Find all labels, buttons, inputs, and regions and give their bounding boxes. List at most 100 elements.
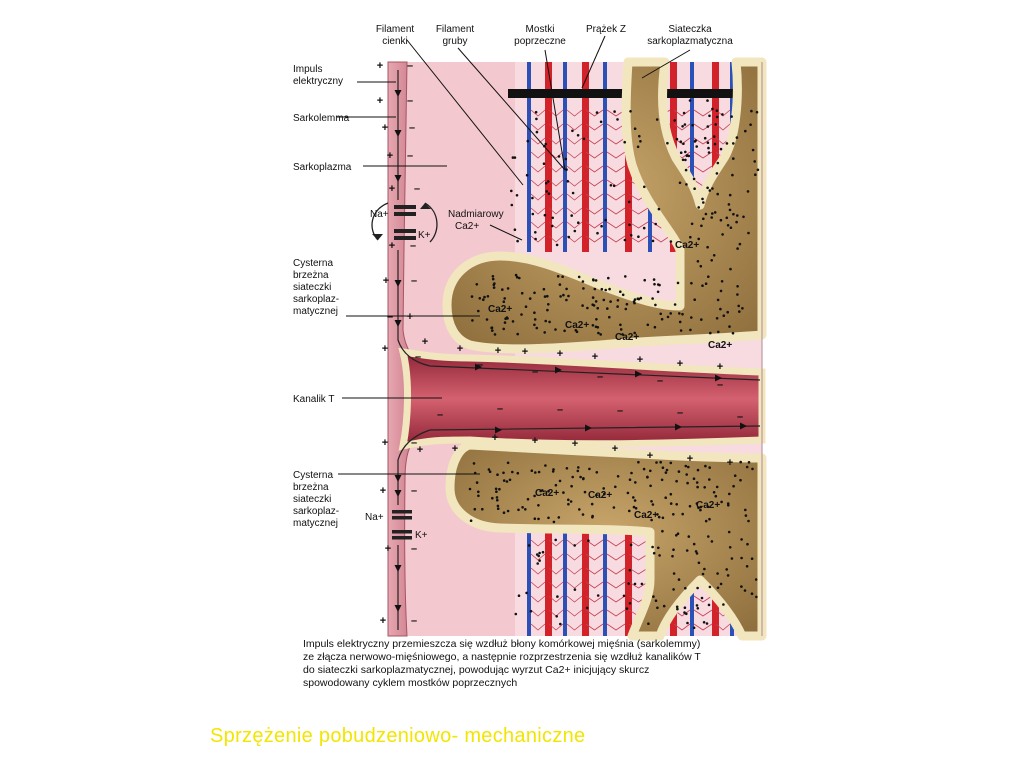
calcium-dot: [567, 498, 570, 502]
figure-caption: Impuls elektryczny przemieszcza się wzdł…: [303, 638, 763, 690]
calcium-dot: [677, 470, 681, 473]
calcium-dot: [518, 276, 521, 280]
calcium-dot: [621, 333, 624, 336]
impulse-arrow: [394, 605, 402, 612]
free-calcium-dot: [756, 168, 760, 172]
calcium-dot: [470, 295, 474, 298]
calcium-dot: [594, 325, 598, 329]
impulse-arrow: [394, 175, 402, 182]
calcium-dot: [706, 99, 709, 102]
calcium-dot: [552, 468, 555, 471]
cross-bridge: [606, 609, 626, 617]
calcium-dot: [562, 491, 565, 494]
free-calcium-dot: [740, 585, 743, 588]
cross-bridge: [566, 165, 583, 173]
calcium-dot: [515, 275, 519, 279]
calcium-dot: [524, 305, 528, 309]
calcium-dot: [577, 466, 580, 469]
free-calcium-dot: [746, 190, 750, 193]
cross-bridge: [530, 137, 546, 145]
cross-bridge: [530, 539, 546, 547]
free-calcium-dot: [686, 621, 689, 625]
calcium-dot: [679, 151, 683, 154]
calcium-dot: [607, 276, 610, 280]
label-text: matycznej: [293, 518, 338, 529]
free-calcium-dot: [513, 228, 517, 231]
calcium-dot: [710, 259, 713, 262]
calcium-dot: [483, 295, 486, 299]
minus-sign: –: [617, 405, 623, 417]
calcium-dot: [736, 293, 739, 296]
label-text: siateczki: [293, 494, 331, 505]
calcium-dot: [473, 507, 477, 511]
free-calcium-dot: [721, 233, 724, 236]
free-calcium-dot: [702, 621, 706, 624]
label-text: Ca2+: [455, 221, 479, 232]
free-calcium-dot: [692, 177, 696, 181]
thick-filament: [563, 62, 567, 252]
free-calcium-dot: [687, 535, 691, 538]
free-calcium-dot: [742, 215, 745, 219]
calcium-dot: [695, 604, 699, 607]
calcium-dot: [727, 203, 731, 206]
ca-label: Ca2+: [565, 320, 589, 331]
calcium-dot: [559, 295, 562, 298]
free-calcium-dot: [534, 231, 537, 234]
calcium-dot: [744, 508, 747, 512]
calcium-dot: [637, 460, 640, 464]
minus-sign: –: [411, 437, 417, 449]
cross-bridge: [585, 137, 604, 145]
free-calcium-dot: [515, 194, 519, 197]
minus-sign: –: [409, 122, 415, 134]
calcium-dot: [502, 327, 506, 331]
calcium-dot: [704, 519, 708, 523]
cross-bridge: [530, 207, 546, 215]
plus-sign: +: [492, 432, 498, 444]
calcium-dot: [706, 186, 709, 190]
calcium-dot: [693, 298, 696, 302]
calcium-dot: [547, 490, 550, 493]
plus-sign: +: [557, 348, 563, 360]
plus-sign: +: [522, 346, 528, 358]
calcium-dot: [714, 494, 718, 498]
free-calcium-dot: [707, 535, 710, 538]
label-thin-filament: Filament cienki: [376, 24, 415, 47]
free-calcium-dot: [691, 123, 694, 127]
cross-bridge: [566, 609, 583, 617]
free-calcium-dot: [656, 606, 659, 610]
calcium-dot: [579, 475, 582, 479]
calcium-dot: [659, 460, 662, 464]
calcium-dot: [646, 476, 649, 479]
cross-bridge: [548, 567, 564, 575]
calcium-dot: [708, 517, 711, 521]
calcium-dot: [468, 487, 472, 491]
label-t-tubule: Kanalik T: [293, 394, 335, 405]
label-sarcoplasm: Sarkoplazma: [293, 162, 352, 173]
calcium-dot: [708, 478, 711, 481]
free-calcium-dot: [633, 127, 637, 130]
calcium-dot: [577, 275, 581, 279]
calcium-dot: [490, 326, 493, 330]
calcium-dot: [533, 311, 536, 315]
calcium-dot: [521, 506, 524, 509]
cross-bridge: [585, 109, 604, 117]
calcium-dot: [655, 461, 658, 464]
calcium-dots-bottom: [468, 460, 754, 611]
cross-bridge: [585, 567, 604, 575]
free-calcium-dot: [730, 557, 734, 560]
calcium-dot: [699, 508, 702, 512]
calcium-dot: [725, 216, 729, 220]
calcium-dot: [574, 329, 578, 332]
calcium-dot: [675, 503, 678, 506]
cross-bridge: [693, 623, 713, 631]
calcium-dot: [602, 298, 606, 302]
minus-sign: –: [387, 311, 393, 323]
free-calcium-dot: [577, 221, 580, 224]
calcium-dot: [716, 298, 720, 302]
thick-filament: [527, 528, 531, 636]
calcium-dot: [731, 331, 735, 335]
cross-bridge: [585, 609, 604, 617]
calcium-dot: [508, 478, 512, 482]
calcium-dot: [707, 151, 711, 154]
free-calcium-dot: [557, 155, 561, 158]
